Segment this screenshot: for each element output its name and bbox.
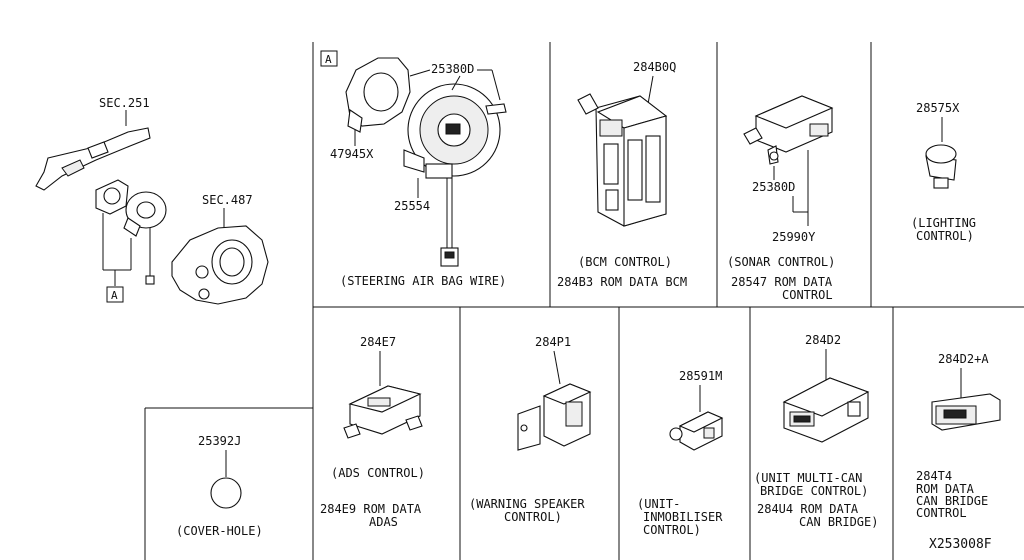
canbridge-line3: CAN BRIDGE bbox=[916, 494, 988, 508]
part-25380d-sonar: 25380D bbox=[752, 180, 795, 194]
immob-caption-line3: CONTROL) bbox=[643, 523, 701, 537]
part-284d2: 284D2 bbox=[805, 333, 841, 347]
bcm-control-panel: 284B0Q (BCM CONTROL) 284B3 ROM DATA BCM bbox=[557, 60, 687, 289]
ref-a-label-airbag: A bbox=[325, 53, 332, 66]
immobiliser-panel: 28591M (UNIT- INMOBILISER CONTROL) bbox=[637, 369, 724, 537]
airbag-caption: (STEERING AIR BAG WIRE) bbox=[340, 274, 506, 288]
can-bridge-panel: 284D2+A 284T4 ROM DATA CAN BRIDGE CONTRO… bbox=[916, 352, 1001, 520]
sec-251-label: SEC.251 bbox=[99, 96, 150, 110]
sonar-caption: (SONAR CONTROL) bbox=[727, 255, 835, 269]
column-cover: SEC.487 bbox=[171, 193, 269, 305]
part-28575x: 28575X bbox=[916, 101, 960, 115]
immob-caption-line2: INMOBILISER bbox=[643, 510, 723, 524]
ads-control-panel: 284E7 (ADS CONTROL) 284E9 ROM DATA ADAS bbox=[320, 335, 425, 529]
lighting-control-panel: 28575X (LIGHTING CONTROL) bbox=[911, 101, 976, 243]
canbridge-line2: ROM DATA bbox=[916, 482, 975, 496]
sonar-rom-line1: 28547 ROM DATA bbox=[731, 275, 833, 289]
canbridge-line4: CONTROL bbox=[916, 506, 967, 520]
part-25554: 25554 bbox=[394, 199, 430, 213]
part-284b0q: 284B0Q bbox=[633, 60, 676, 74]
bcm-caption: (BCM CONTROL) bbox=[578, 255, 672, 269]
multican-rom-line2: CAN BRIDGE) bbox=[799, 515, 878, 529]
combination-switch-assembly: SEC.251 A bbox=[35, 96, 167, 303]
ref-a-label-left: A bbox=[111, 289, 118, 302]
multi-can-bridge-panel: 284D2 (UNIT MULTI-CAN BRIDGE CONTROL) 28… bbox=[754, 333, 878, 529]
ads-caption: (ADS CONTROL) bbox=[331, 466, 425, 480]
part-25990y: 25990Y bbox=[772, 230, 816, 244]
cover-caption: (COVER-HOLE) bbox=[176, 524, 263, 538]
ads-rom-line2: ADAS bbox=[369, 515, 398, 529]
bcm-rom: 284B3 ROM DATA BCM bbox=[557, 275, 687, 289]
part-284p1: 284P1 bbox=[535, 335, 571, 349]
part-284e7: 284E7 bbox=[360, 335, 396, 349]
canbridge-line1: 284T4 bbox=[916, 469, 952, 483]
steering-airbag-wire-panel: A 25380D 47945X 25554 (STEERING AIR BAG … bbox=[320, 50, 507, 288]
ads-rom-line1: 284E9 ROM DATA bbox=[320, 502, 422, 516]
sonar-rom-line2: CONTROL bbox=[782, 288, 833, 302]
multican-rom-line1: 284U4 ROM DATA bbox=[757, 502, 859, 516]
part-25392j: 25392J bbox=[198, 434, 241, 448]
immob-caption-line1: (UNIT- bbox=[637, 497, 680, 511]
diagram-id: X253008F bbox=[929, 537, 992, 552]
multican-caption-line1: (UNIT MULTI-CAN bbox=[754, 471, 862, 485]
cover-hole-panel: 25392J (COVER-HOLE) bbox=[176, 434, 263, 538]
sec-487-label: SEC.487 bbox=[202, 193, 253, 207]
part-25380d-airbag: 25380D bbox=[431, 62, 474, 76]
part-284d2-a: 284D2+A bbox=[938, 352, 989, 366]
warning-speaker-panel: 284P1 (WARNING SPEAKER CONTROL) bbox=[469, 335, 592, 524]
multican-caption-line2: BRIDGE CONTROL) bbox=[760, 484, 868, 498]
part-28591m: 28591M bbox=[679, 369, 722, 383]
part-47945x: 47945X bbox=[330, 147, 374, 161]
sonar-control-panel: 25380D 25990Y (SONAR CONTROL) 28547 ROM … bbox=[727, 95, 835, 302]
panel-frame bbox=[144, 42, 1024, 560]
speaker-caption-line1: (WARNING SPEAKER bbox=[469, 497, 585, 511]
lighting-caption-line1: (LIGHTING bbox=[911, 216, 976, 230]
lighting-caption-line2: CONTROL) bbox=[916, 229, 974, 243]
speaker-caption-line2: CONTROL) bbox=[504, 510, 562, 524]
